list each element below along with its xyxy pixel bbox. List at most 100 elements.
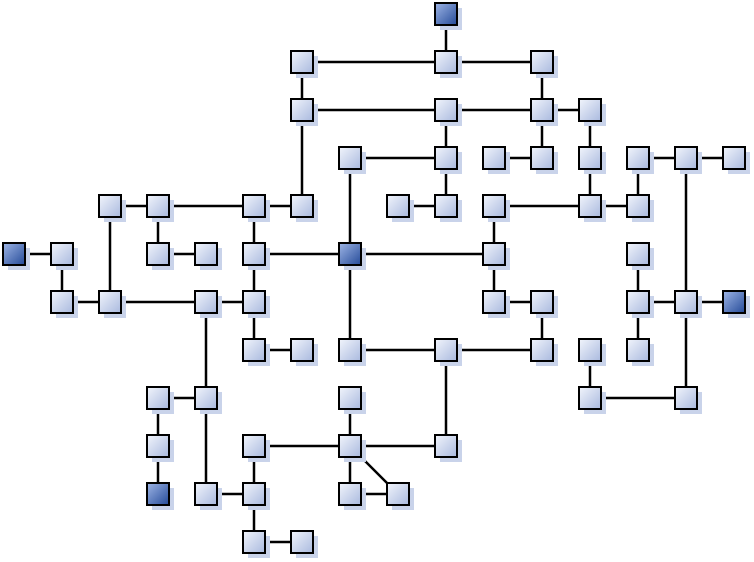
node-box — [530, 146, 554, 170]
node-n36 — [482, 290, 510, 318]
node-n64 — [194, 242, 222, 270]
node-n56 — [578, 338, 606, 366]
node-box — [626, 194, 650, 218]
node-box — [242, 530, 266, 554]
node-n6 — [434, 98, 462, 126]
node-n18 — [722, 146, 750, 174]
node-box — [482, 194, 506, 218]
node-box — [242, 194, 266, 218]
node-box — [626, 338, 650, 362]
node-n23 — [482, 194, 510, 222]
node-n42 — [146, 434, 174, 462]
node-n29 — [386, 194, 414, 222]
node-box — [242, 338, 266, 362]
node-box — [578, 146, 602, 170]
node-box — [722, 146, 746, 170]
node-n44 — [194, 482, 222, 510]
node-n66 — [290, 530, 318, 558]
node-n1 — [434, 2, 462, 30]
node-box — [482, 242, 506, 266]
node-n21 — [242, 194, 270, 222]
node-n30 — [2, 242, 30, 270]
node-box — [290, 194, 314, 218]
node-box — [242, 482, 266, 506]
node-box — [530, 50, 554, 74]
node-box — [98, 194, 122, 218]
node-n65 — [530, 338, 558, 366]
node-n33 — [98, 290, 126, 318]
node-box — [674, 290, 698, 314]
node-n7 — [530, 98, 558, 126]
node-box — [146, 386, 170, 410]
node-box — [290, 530, 314, 554]
node-box — [434, 434, 458, 458]
node-n28 — [482, 242, 510, 270]
edges-layer — [14, 14, 734, 544]
node-n32 — [50, 290, 78, 318]
node-n43 — [194, 386, 222, 414]
node-box — [146, 194, 170, 218]
node-box — [674, 146, 698, 170]
node-box — [482, 146, 506, 170]
node-n55 — [626, 242, 654, 270]
node-n39 — [290, 338, 318, 366]
node-box — [626, 146, 650, 170]
node-n2 — [434, 50, 462, 78]
node-box — [578, 386, 602, 410]
node-box — [530, 338, 554, 362]
node-box — [338, 482, 362, 506]
node-n35 — [242, 290, 270, 318]
node-box — [626, 242, 650, 266]
node-box — [50, 242, 74, 266]
node-box — [530, 98, 554, 122]
node-n50 — [338, 386, 366, 414]
node-n58 — [674, 386, 702, 414]
node-box — [386, 482, 410, 506]
node-box-dark — [434, 2, 458, 26]
node-n52 — [386, 482, 414, 510]
node-box — [434, 98, 458, 122]
node-n38 — [242, 338, 270, 366]
node-box-dark — [2, 242, 26, 266]
node-n19 — [98, 194, 126, 222]
node-n61 — [242, 530, 270, 558]
node-box — [434, 146, 458, 170]
node-n25 — [338, 242, 366, 270]
node-box — [338, 146, 362, 170]
node-n34 — [194, 290, 222, 318]
node-box — [290, 338, 314, 362]
node-box — [482, 290, 506, 314]
node-box — [194, 386, 218, 410]
node-n59 — [722, 290, 750, 318]
node-box-dark — [338, 242, 362, 266]
node-box — [530, 290, 554, 314]
node-n13 — [530, 146, 558, 174]
node-n54 — [626, 290, 654, 318]
node-n46 — [338, 338, 366, 366]
node-n31 — [50, 242, 78, 270]
node-n29x — [434, 194, 462, 222]
node-box — [338, 338, 362, 362]
node-n3 — [290, 50, 318, 78]
node-n15 — [578, 146, 606, 174]
node-box — [434, 338, 458, 362]
node-box — [194, 482, 218, 506]
node-box — [338, 386, 362, 410]
node-n27 — [242, 242, 270, 270]
node-box — [674, 386, 698, 410]
node-n10 — [482, 146, 510, 174]
node-n53 — [242, 434, 270, 462]
node-box — [626, 290, 650, 314]
node-n51 — [338, 482, 366, 510]
node-n24 — [290, 194, 318, 222]
node-box — [98, 290, 122, 314]
node-n9 — [338, 146, 366, 174]
node-n45 — [242, 482, 270, 510]
node-n40 — [146, 386, 174, 414]
node-box — [434, 194, 458, 218]
node-box — [242, 290, 266, 314]
node-n49 — [338, 434, 366, 462]
node-n16 — [626, 146, 654, 174]
node-n62 — [626, 338, 654, 366]
